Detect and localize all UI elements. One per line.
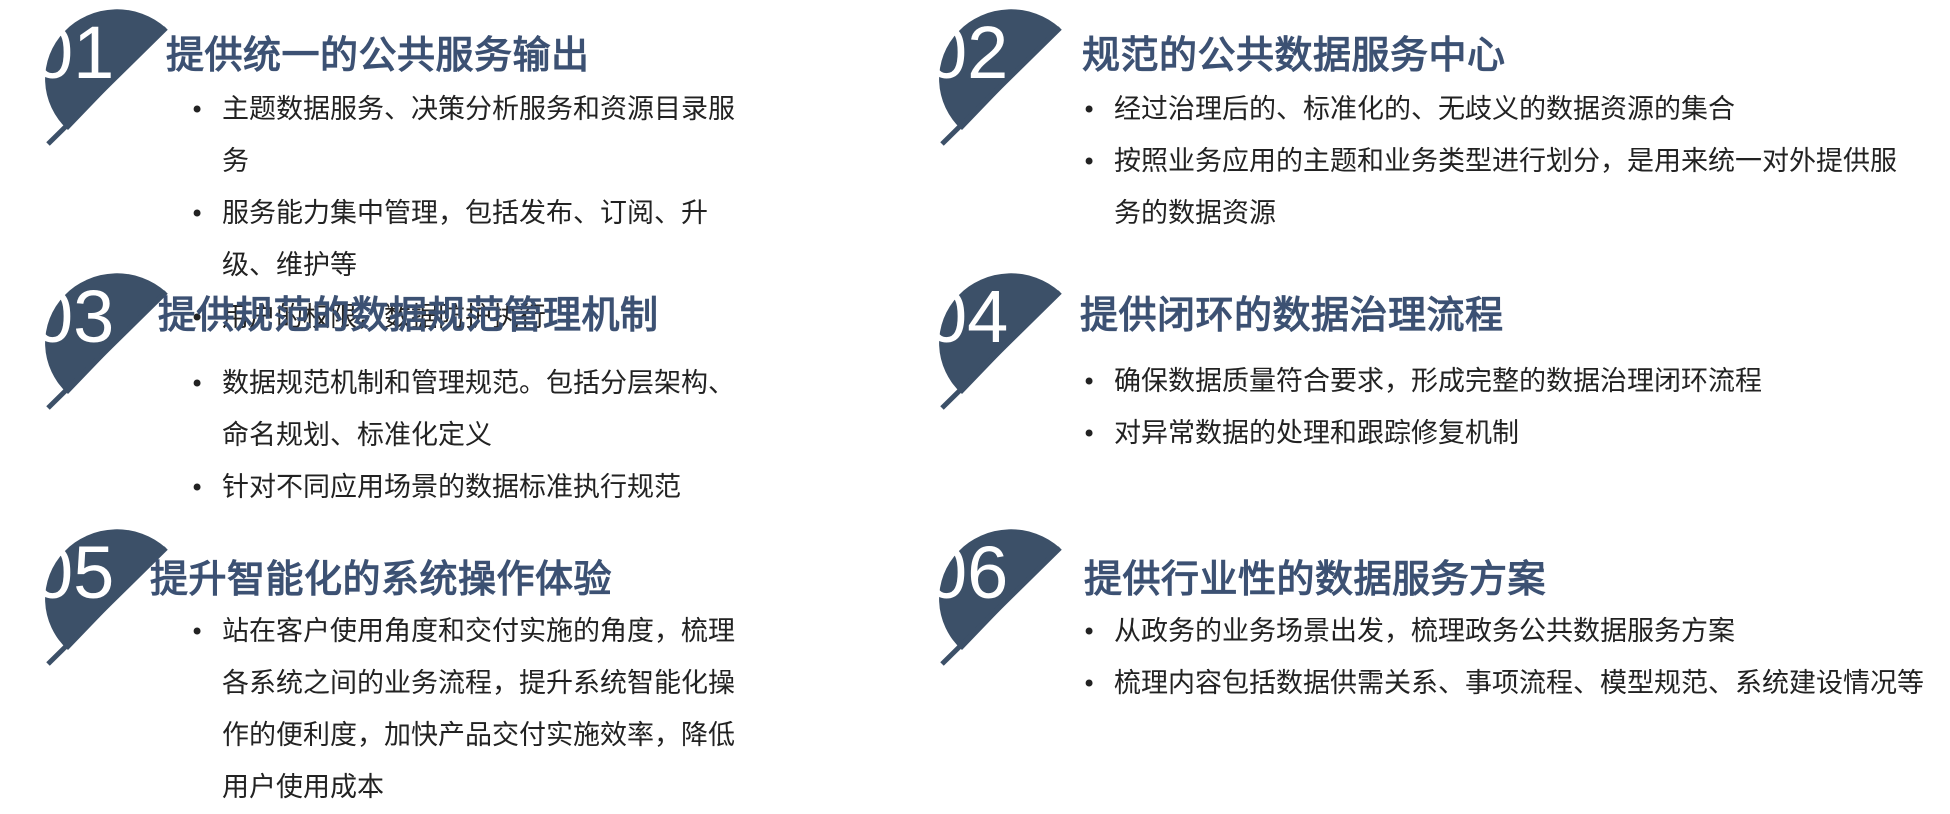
list-item: • 主题数据服务、决策分析服务和资源目录服务	[188, 84, 748, 188]
number-badge: 06	[912, 522, 1102, 692]
number-badge: 04	[912, 266, 1102, 436]
bullet-list: • 数据规范机制和管理规范。包括分层架构、命名规划、标准化定义 • 针对不同应用场景…	[188, 358, 738, 514]
list-item: • 对异常数据的处理和跟踪修复机制	[1080, 408, 1900, 460]
item-text: 从政务的业务场景出发，梳理政务公共数据服务方案	[1114, 616, 1735, 647]
bullet-list: • 主题数据服务、决策分析服务和资源目录服务 • 服务能力集中管理，包括发布、订阅、…	[188, 84, 748, 344]
badge-slash	[46, 546, 168, 666]
badge-shape	[939, 273, 1060, 394]
bullet-dot-icon: •	[190, 96, 205, 124]
list-item: • 经过治理后的、标准化的、无歧义的数据资源的集合	[1080, 84, 1900, 136]
bullet-dot-icon: •	[190, 618, 205, 646]
bullet-dot-icon: •	[1082, 96, 1097, 124]
bullet-dot-icon: •	[190, 474, 205, 502]
number-badge: 03	[18, 266, 208, 436]
bullet-list: • 从政务的业务场景出发，梳理政务公共数据服务方案 • 梳理内容包括数据供需关系、事…	[1080, 606, 1930, 710]
panel-title: 提供统一的公共服务输出	[166, 33, 590, 77]
badge-slash	[940, 290, 1062, 410]
badge-slash	[940, 26, 1062, 146]
bullet-dot-icon: •	[1082, 618, 1097, 646]
list-item: • 数据规范机制和管理规范。包括分层架构、命名规划、标准化定义	[188, 358, 738, 462]
list-item: • 站在客户使用角度和交付实施的角度，梳理各系统之间的业务流程，提升系统智能化操作…	[188, 606, 748, 814]
bullet-dot-icon: •	[1082, 368, 1097, 396]
item-text: 用户的权限，数据防护执行	[222, 302, 546, 333]
number-badge: 05	[18, 522, 208, 692]
bullet-list: • 经过治理后的、标准化的、无歧义的数据资源的集合 • 按照业务应用的主题和业务类型…	[1080, 84, 1900, 240]
list-item: • 梳理内容包括数据供需关系、事项流程、模型规范、系统建设情况等	[1080, 658, 1930, 710]
bullet-list: • 站在客户使用角度和交付实施的角度，梳理各系统之间的业务流程，提升系统智能化操作…	[188, 606, 748, 814]
panel-title: 提供闭环的数据治理流程	[1080, 293, 1504, 337]
badge-number: 02	[926, 11, 1008, 94]
badge-number: 05	[32, 531, 114, 614]
bullet-dot-icon: •	[1082, 148, 1097, 176]
list-item: • 从政务的业务场景出发，梳理政务公共数据服务方案	[1080, 606, 1930, 658]
badge-slash	[940, 546, 1062, 666]
item-text: 确保数据质量符合要求，形成完整的数据治理闭环流程	[1114, 366, 1762, 397]
item-text: 经过治理后的、标准化的、无歧义的数据资源的集合	[1114, 94, 1735, 125]
badge-shape	[939, 529, 1060, 650]
bullet-dot-icon: •	[190, 304, 205, 332]
list-item: • 确保数据质量符合要求，形成完整的数据治理闭环流程	[1080, 356, 1900, 408]
panel-title: 提升智能化的系统操作体验	[150, 557, 613, 601]
badge-number: 06	[926, 531, 1008, 614]
panel-title: 提供规范的数据规范管理机制	[158, 293, 659, 337]
panel-title: 提供行业性的数据服务方案	[1084, 557, 1547, 601]
badge-slash	[46, 26, 168, 146]
badge-shape	[45, 9, 166, 130]
badge-number: 03	[32, 275, 114, 358]
list-item: • 服务能力集中管理，包括发布、订阅、升级、维护等	[188, 188, 748, 292]
bullet-dot-icon: •	[1082, 670, 1097, 698]
item-text: 针对不同应用场景的数据标准执行规范	[222, 472, 681, 503]
badge-number: 04	[926, 275, 1008, 358]
number-badge: 01	[18, 2, 208, 172]
badge-shape	[45, 529, 166, 650]
bullet-list: • 确保数据质量符合要求，形成完整的数据治理闭环流程 • 对异常数据的处理和跟踪修复…	[1080, 356, 1900, 460]
panel-title: 规范的公共数据服务中心	[1082, 33, 1506, 77]
item-text: 梳理内容包括数据供需关系、事项流程、模型规范、系统建设情况等	[1114, 668, 1924, 699]
item-text: 按照业务应用的主题和业务类型进行划分，是用来统一对外提供服务的数据资源	[1114, 146, 1897, 229]
item-text: 服务能力集中管理，包括发布、订阅、升级、维护等	[222, 198, 708, 281]
badge-slash	[46, 290, 168, 410]
list-item: • 针对不同应用场景的数据标准执行规范	[188, 462, 738, 514]
bullet-dot-icon: •	[1082, 420, 1097, 448]
bullet-dot-icon: •	[190, 200, 205, 228]
list-item: • 用户的权限，数据防护执行	[188, 292, 748, 344]
item-text: 数据规范机制和管理规范。包括分层架构、命名规划、标准化定义	[222, 368, 735, 451]
item-text: 站在客户使用角度和交付实施的角度，梳理各系统之间的业务流程，提升系统智能化操作的…	[222, 616, 735, 803]
badge-number: 01	[32, 11, 114, 94]
badge-shape	[45, 273, 166, 394]
list-item: • 按照业务应用的主题和业务类型进行划分，是用来统一对外提供服务的数据资源	[1080, 136, 1900, 240]
item-text: 主题数据服务、决策分析服务和资源目录服务	[222, 94, 735, 177]
bullet-dot-icon: •	[190, 370, 205, 398]
item-text: 对异常数据的处理和跟踪修复机制	[1114, 418, 1519, 449]
badge-shape	[939, 9, 1060, 130]
number-badge: 02	[912, 2, 1102, 172]
